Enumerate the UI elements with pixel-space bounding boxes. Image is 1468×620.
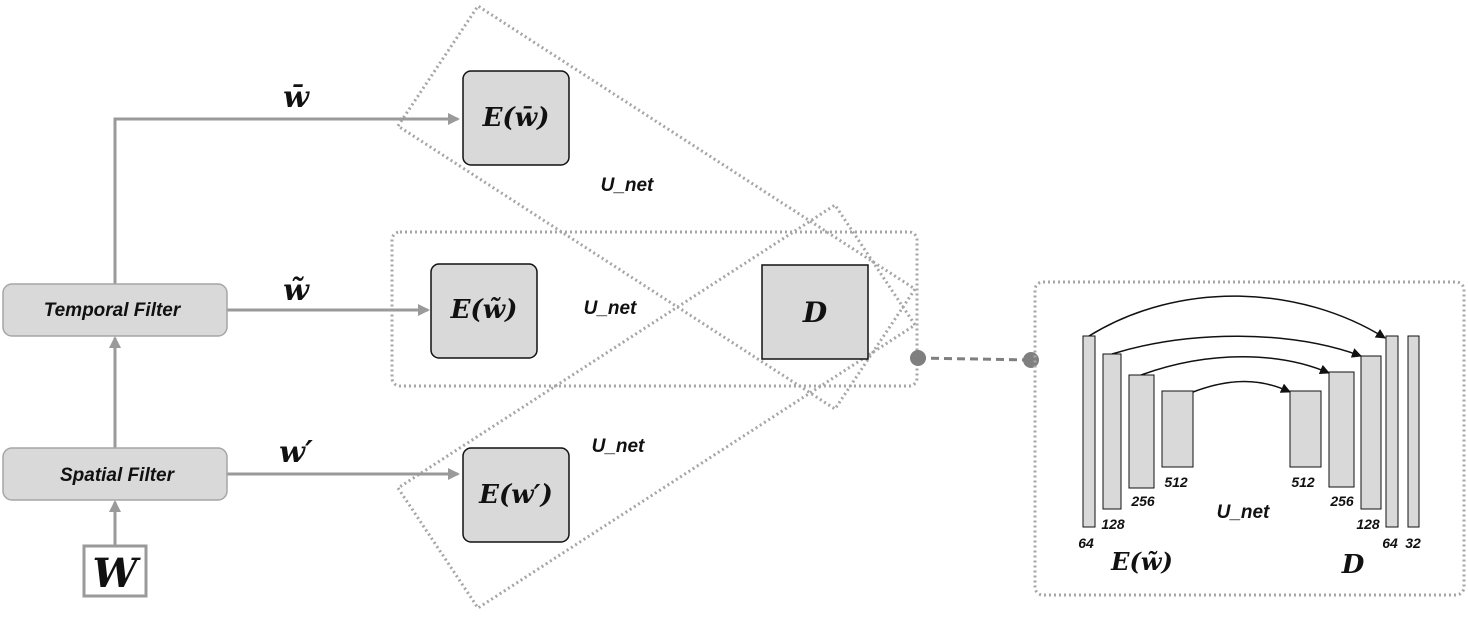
encoder-e-tilde-block: E(w̃) xyxy=(430,263,538,359)
encoder-e-prime-block: E(w′) xyxy=(462,447,570,543)
e-prime-prefix: E( xyxy=(478,480,513,510)
detail-encoder-arg: w̃ xyxy=(1141,547,1163,576)
e-tilde-prefix: E( xyxy=(450,295,485,325)
enc-bar-512 xyxy=(1161,390,1194,468)
svg-text:E(w̃): E(w̃) xyxy=(1110,547,1173,576)
detail-encoder-prefix: E( xyxy=(1110,547,1142,576)
svg-text:E(w̃): E(w̃) xyxy=(450,295,518,325)
dec-channel-128: 128 xyxy=(1356,516,1380,532)
enc-channel-128: 128 xyxy=(1101,516,1125,532)
svg-text:E(w′): E(w′) xyxy=(478,480,553,510)
dec-channel-512: 512 xyxy=(1291,474,1315,490)
svg-text:E(w̄): E(w̄) xyxy=(482,103,550,133)
dec-channel-32: 32 xyxy=(1405,535,1421,551)
dec-bar-256 xyxy=(1328,371,1355,488)
encoder-e-bar-block: E(w̄) xyxy=(462,70,570,166)
skip-connection-128 xyxy=(1111,335,1362,358)
signal-w-prime-label: w′ xyxy=(279,435,313,470)
unet-group-middle-box xyxy=(390,230,919,388)
e-tilde-suffix: ) xyxy=(504,295,517,325)
dec-bar-32 xyxy=(1407,335,1420,528)
temporal-to-ebar-arrow xyxy=(113,113,460,284)
skip-connection-512 xyxy=(1192,380,1291,393)
spatial-filter-box: Spatial Filter xyxy=(2,447,228,501)
signal-w-tilde-label: w̃ xyxy=(283,273,310,308)
enc-bar-64 xyxy=(1082,335,1096,528)
input-w-label: W xyxy=(93,550,142,597)
enc-channel-512: 512 xyxy=(1164,474,1188,490)
e-tilde-arg: w̃ xyxy=(483,295,507,325)
detail-connector xyxy=(910,350,1039,368)
unet-detail-panel: 64 128 256 512 512 256 128 64 32 U_net E… xyxy=(1033,280,1466,597)
decoder-d-block: D xyxy=(761,264,869,360)
input-w-box: W xyxy=(82,544,148,598)
unet-label-bottom: U_net xyxy=(592,436,645,457)
dec-channel-256: 256 xyxy=(1329,493,1354,509)
unet-label-detail: U_net xyxy=(1217,502,1270,523)
detail-decoder-label: D xyxy=(1341,550,1365,580)
unet-group-bottom-box xyxy=(396,203,917,610)
enc-channel-64: 64 xyxy=(1078,535,1094,551)
enc-channel-256: 256 xyxy=(1130,493,1155,509)
unet-label-top: U_net xyxy=(601,175,654,196)
dec-bar-512 xyxy=(1289,390,1322,468)
e-bar-prefix: E( xyxy=(482,103,517,133)
dec-bar-64 xyxy=(1385,335,1399,528)
skip-connection-256 xyxy=(1140,356,1330,376)
e-bar-suffix: ) xyxy=(536,103,549,133)
signal-w-bar-label: w̄ xyxy=(283,80,310,115)
detail-encoder-suffix: ) xyxy=(1160,547,1172,576)
dec-bar-128 xyxy=(1360,355,1382,510)
e-bar-arg: w̄ xyxy=(515,103,539,133)
e-prime-suffix: ) xyxy=(540,480,553,510)
temporal-filter-box: Temporal Filter xyxy=(2,283,228,337)
skip-connection-64 xyxy=(1088,295,1386,339)
dec-channel-64: 64 xyxy=(1382,535,1398,551)
enc-bar-256 xyxy=(1128,374,1155,489)
unet-label-middle: U_net xyxy=(584,298,637,319)
temporal-filter-label: Temporal Filter xyxy=(44,300,182,321)
enc-bar-128 xyxy=(1102,353,1122,510)
unet-group-top-box xyxy=(396,4,917,411)
decoder-d-label: D xyxy=(802,296,828,329)
e-prime-arg: w′ xyxy=(511,480,540,510)
spatial-filter-label: Spatial Filter xyxy=(60,465,176,486)
